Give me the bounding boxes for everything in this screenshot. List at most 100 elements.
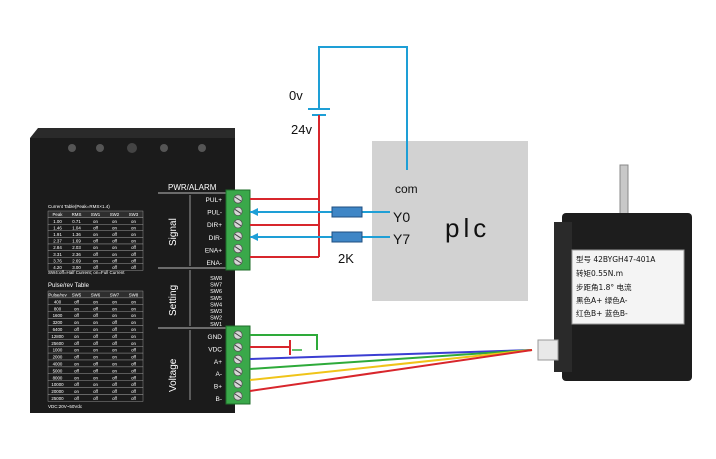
signal-pin-labels: PUL+PUL-DIR+DIR-ENA+ENA- <box>205 197 222 267</box>
signal-terminal-block <box>225 189 251 271</box>
table-cell: off <box>93 252 99 257</box>
pulse-table-caption: Pulse/rev Table <box>48 283 90 289</box>
table-cell: 3200 <box>53 320 63 325</box>
table-cell: 1.69 <box>72 239 81 244</box>
voltage-title: Voltage <box>168 358 179 392</box>
table-cell: off <box>112 239 118 244</box>
table-cell: 0.71 <box>72 219 81 224</box>
table-cell: on <box>131 239 136 244</box>
table-cell: SW7 <box>110 293 120 298</box>
table-cell: 1.36 <box>72 232 81 237</box>
table-cell: 2.36 <box>72 252 81 257</box>
table-cell: SW8 <box>129 293 139 298</box>
table-cell: off <box>131 382 137 387</box>
table-cell: off <box>93 362 99 367</box>
motor-torque: 转矩0.55N.m <box>576 268 623 278</box>
table-row <box>47 263 144 271</box>
table-cell: on <box>93 299 98 304</box>
table-cell: on <box>131 299 136 304</box>
vdc-note: VDC:20V~50Vdc <box>48 404 83 409</box>
setting-pin-label: SW4 <box>210 302 222 308</box>
table-cell: off <box>131 252 137 257</box>
table-cell: off <box>112 375 118 380</box>
table-cell: 4000 <box>53 362 63 367</box>
wire-0v-to-com <box>318 46 408 170</box>
table-cell: 800 <box>54 306 62 311</box>
table-cell: 5000 <box>53 368 63 373</box>
table-cell: on <box>74 320 79 325</box>
mount-hole-icon <box>68 144 76 152</box>
table-cell: on <box>93 348 98 353</box>
table-cell: on <box>112 245 117 250</box>
arrow-icon <box>250 208 258 216</box>
table-cell: on <box>74 348 79 353</box>
table-cell: off <box>112 389 118 394</box>
table-cell: off <box>112 382 118 387</box>
table-cell: on <box>112 252 117 257</box>
table-cell: off <box>131 368 137 373</box>
table-cell: 1.46 <box>53 225 62 230</box>
table-cell: Pulse/rev <box>48 293 67 298</box>
mount-hole-icon <box>96 144 104 152</box>
table-cell: off <box>93 341 99 346</box>
table-cell: off <box>74 313 80 318</box>
plc-y0-label: Y0 <box>393 209 410 225</box>
mount-hole-icon <box>160 144 168 152</box>
motor-shaft <box>619 164 629 218</box>
table-cell: SW1 <box>91 212 101 217</box>
wire-b-minus <box>249 349 533 392</box>
table-cell: on <box>131 327 136 332</box>
table-cell: on <box>74 375 79 380</box>
table-cell: 1000 <box>53 348 63 353</box>
resistor-icon <box>331 231 363 243</box>
table-cell: 6400 <box>53 327 63 332</box>
table-cell: 2.03 <box>72 245 81 250</box>
table-cell: SW3 <box>129 212 139 217</box>
resistor-label: 2K <box>338 251 354 266</box>
motor-wire-a: 黑色A+ 绿色A- <box>576 295 628 305</box>
table-cell: on <box>131 341 136 346</box>
driver-header: PWR/ALARM <box>168 183 217 192</box>
table-cell: on <box>131 225 136 230</box>
table-cell: 25600 <box>51 341 64 346</box>
plc-box <box>372 141 528 301</box>
wire-gnd <box>250 334 318 350</box>
table-cell: on <box>131 232 136 237</box>
table-cell: 1.04 <box>72 225 81 230</box>
table-cell: SW6 <box>91 293 101 298</box>
table-cell: off <box>112 327 118 332</box>
table-cell: 20000 <box>51 389 64 394</box>
table-cell: on <box>93 382 98 387</box>
mount-hole-icon <box>198 144 206 152</box>
table-cell: 1.91 <box>53 232 62 237</box>
table-cell: off <box>131 396 137 401</box>
signal-pin-label: PUL- <box>207 210 222 217</box>
table-cell: on <box>131 313 136 318</box>
signal-pin-label: PUL+ <box>206 197 223 204</box>
motor-label-plate <box>571 249 685 325</box>
setting-pin-label: SW5 <box>210 296 222 302</box>
table-cell: on <box>74 362 79 367</box>
table-cell: off <box>93 225 99 230</box>
table-cell: on <box>93 232 98 237</box>
table-cell: on <box>74 306 79 311</box>
table-cell: off <box>93 306 99 311</box>
table-cell: on <box>93 258 98 263</box>
table-cell: on <box>131 320 136 325</box>
table-cell: on <box>112 313 117 318</box>
table-row <box>47 394 144 402</box>
table-cell: 1600 <box>53 313 63 318</box>
signal-pin-label: DIR+ <box>207 222 222 229</box>
motor-connector <box>537 339 559 361</box>
table-cell: Peak <box>52 212 63 217</box>
table-cell: off <box>74 327 80 332</box>
table-cell: off <box>93 239 99 244</box>
table-cell: off <box>93 368 99 373</box>
table-cell: off <box>74 299 80 304</box>
wire-b-plus <box>249 349 533 381</box>
table-cell: 4.20 <box>53 265 62 270</box>
